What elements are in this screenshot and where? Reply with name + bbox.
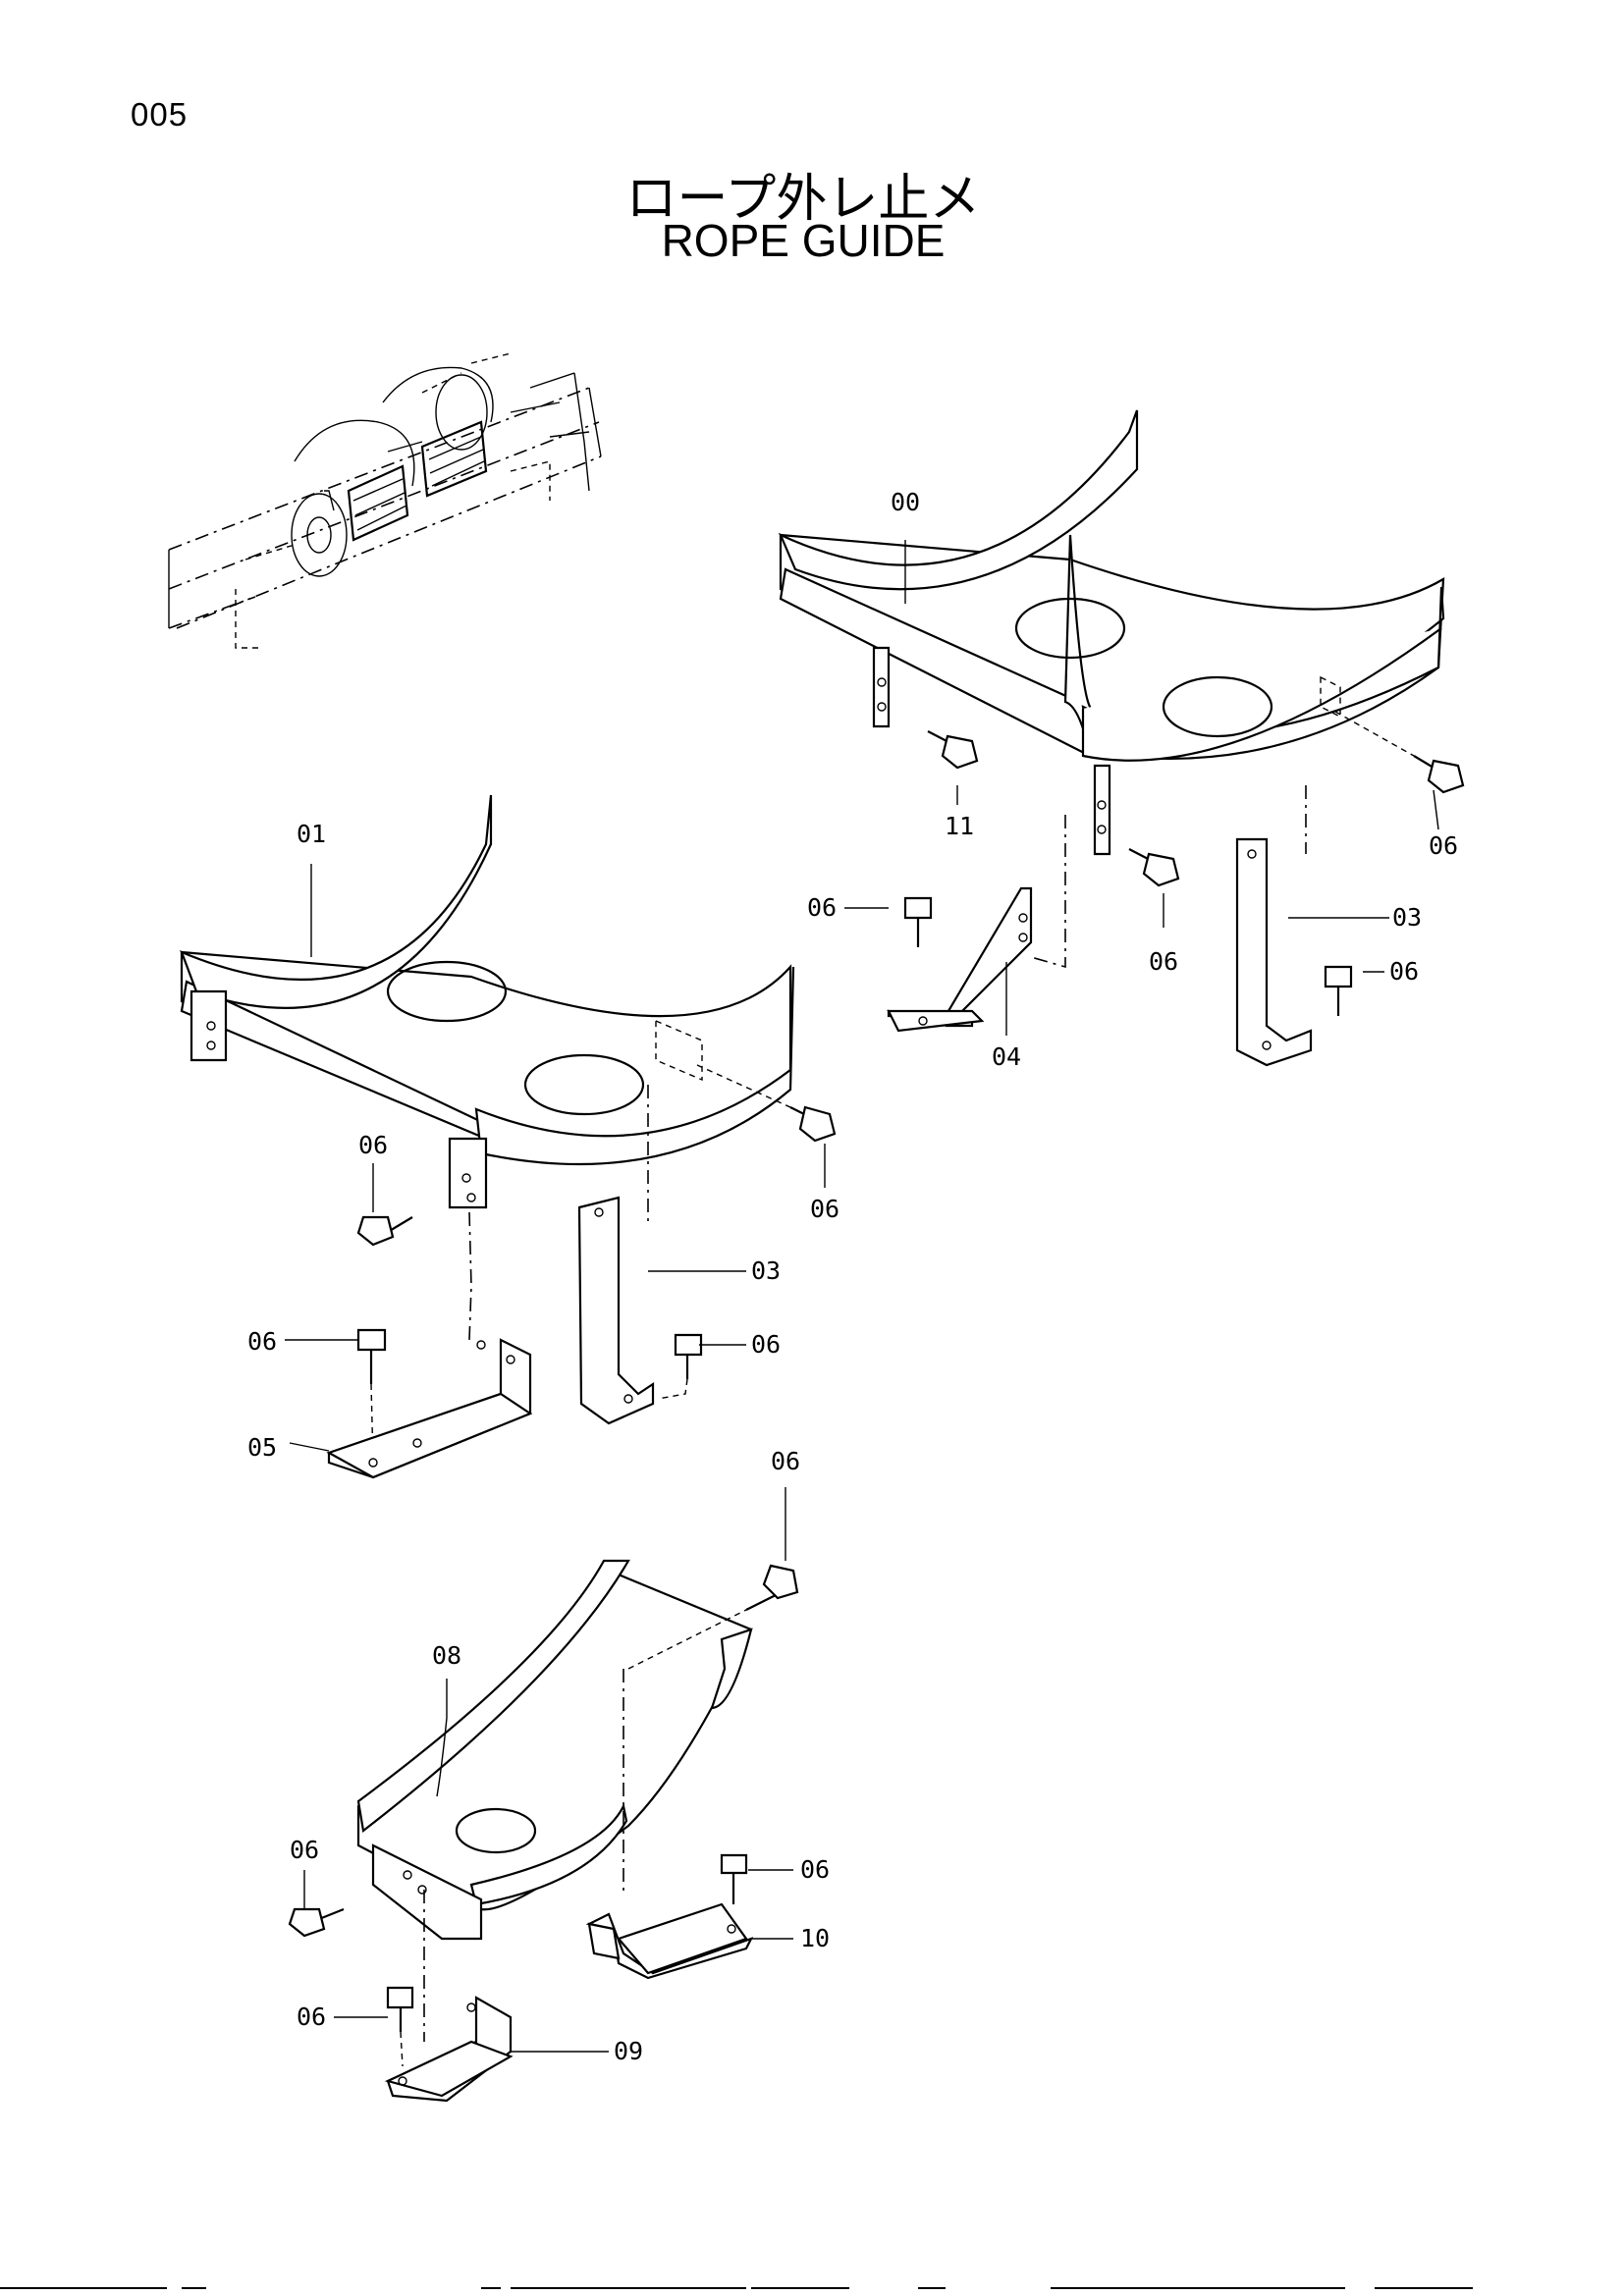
bolt-06-01-left [356, 1215, 413, 1247]
bracket-04 [887, 815, 1066, 1033]
callout-06-08-top: 06 [771, 1447, 800, 1475]
bracket-09 [384, 1890, 514, 2103]
rope-guide-assembly-00 [778, 409, 1445, 856]
callout-06-right-upper: 06 [1429, 831, 1458, 860]
bolt-06-mid [1128, 848, 1180, 887]
bolt-06-right-upper [1334, 711, 1465, 794]
callout-05: 05 [247, 1433, 277, 1462]
page-title-english: ROPE GUIDE [661, 215, 946, 266]
callout-03-middle: 03 [751, 1256, 781, 1285]
callout-06-upper-bracket: 06 [807, 893, 837, 922]
rope-guide-assembly-08 [356, 1559, 753, 1941]
leg-03-middle [577, 1085, 655, 1425]
bolt-06-08-left [288, 1907, 345, 1938]
bolt-06-leg [1324, 965, 1353, 1016]
callout-01: 01 [297, 820, 326, 848]
footer-rule [751, 2287, 849, 2289]
callout-06-08-left: 06 [290, 1836, 319, 1864]
machine-locator-sketch [168, 352, 602, 649]
footer-rule [0, 2287, 167, 2289]
callout-00: 00 [891, 488, 920, 516]
rope-guide-assembly-01 [180, 794, 795, 1209]
callout-06-mid: 06 [1149, 947, 1178, 976]
footer-rule [1051, 2287, 1345, 2289]
bolt-06-01-leg [657, 1333, 703, 1400]
bolt-11 [927, 730, 979, 770]
bracket-05 [326, 1211, 533, 1479]
callout-04: 04 [992, 1042, 1021, 1071]
footer-rule [182, 2287, 206, 2289]
bracket-10 [585, 1902, 754, 1980]
footer-rule [511, 2287, 746, 2289]
callout-09: 09 [614, 2037, 643, 2065]
leader-lines [285, 540, 1439, 2053]
bolt-06-08-bracket-09 [386, 1986, 414, 2067]
callout-06-01-leg: 06 [751, 1330, 781, 1359]
callout-03-right: 03 [1392, 903, 1422, 932]
bolt-06-08-top [627, 1564, 799, 1670]
page-number: 005 [131, 96, 189, 133]
callout-08: 08 [432, 1641, 461, 1670]
callout-10: 10 [800, 1924, 830, 1952]
callout-06-bracket-09: 06 [297, 2002, 326, 2031]
callout-06-bracket-10: 06 [800, 1855, 830, 1884]
footer-rule [481, 2287, 501, 2289]
bolt-06-upper-bracket [903, 896, 933, 947]
callout-06-leg: 06 [1389, 957, 1419, 986]
bolt-06-08-bracket-10 [720, 1853, 748, 1904]
footer-rule [1375, 2287, 1473, 2289]
callout-11: 11 [945, 812, 974, 840]
leg-03-right [1235, 785, 1313, 1067]
footer-rule [918, 2287, 946, 2289]
callout-06-01-right: 06 [810, 1195, 839, 1223]
callout-06-01-left: 06 [358, 1131, 388, 1159]
page-title-japanese: ロープ外レ止メ [625, 170, 981, 229]
bolt-06-01-right [696, 1064, 837, 1143]
callout-06-bracket-05: 06 [247, 1327, 277, 1356]
